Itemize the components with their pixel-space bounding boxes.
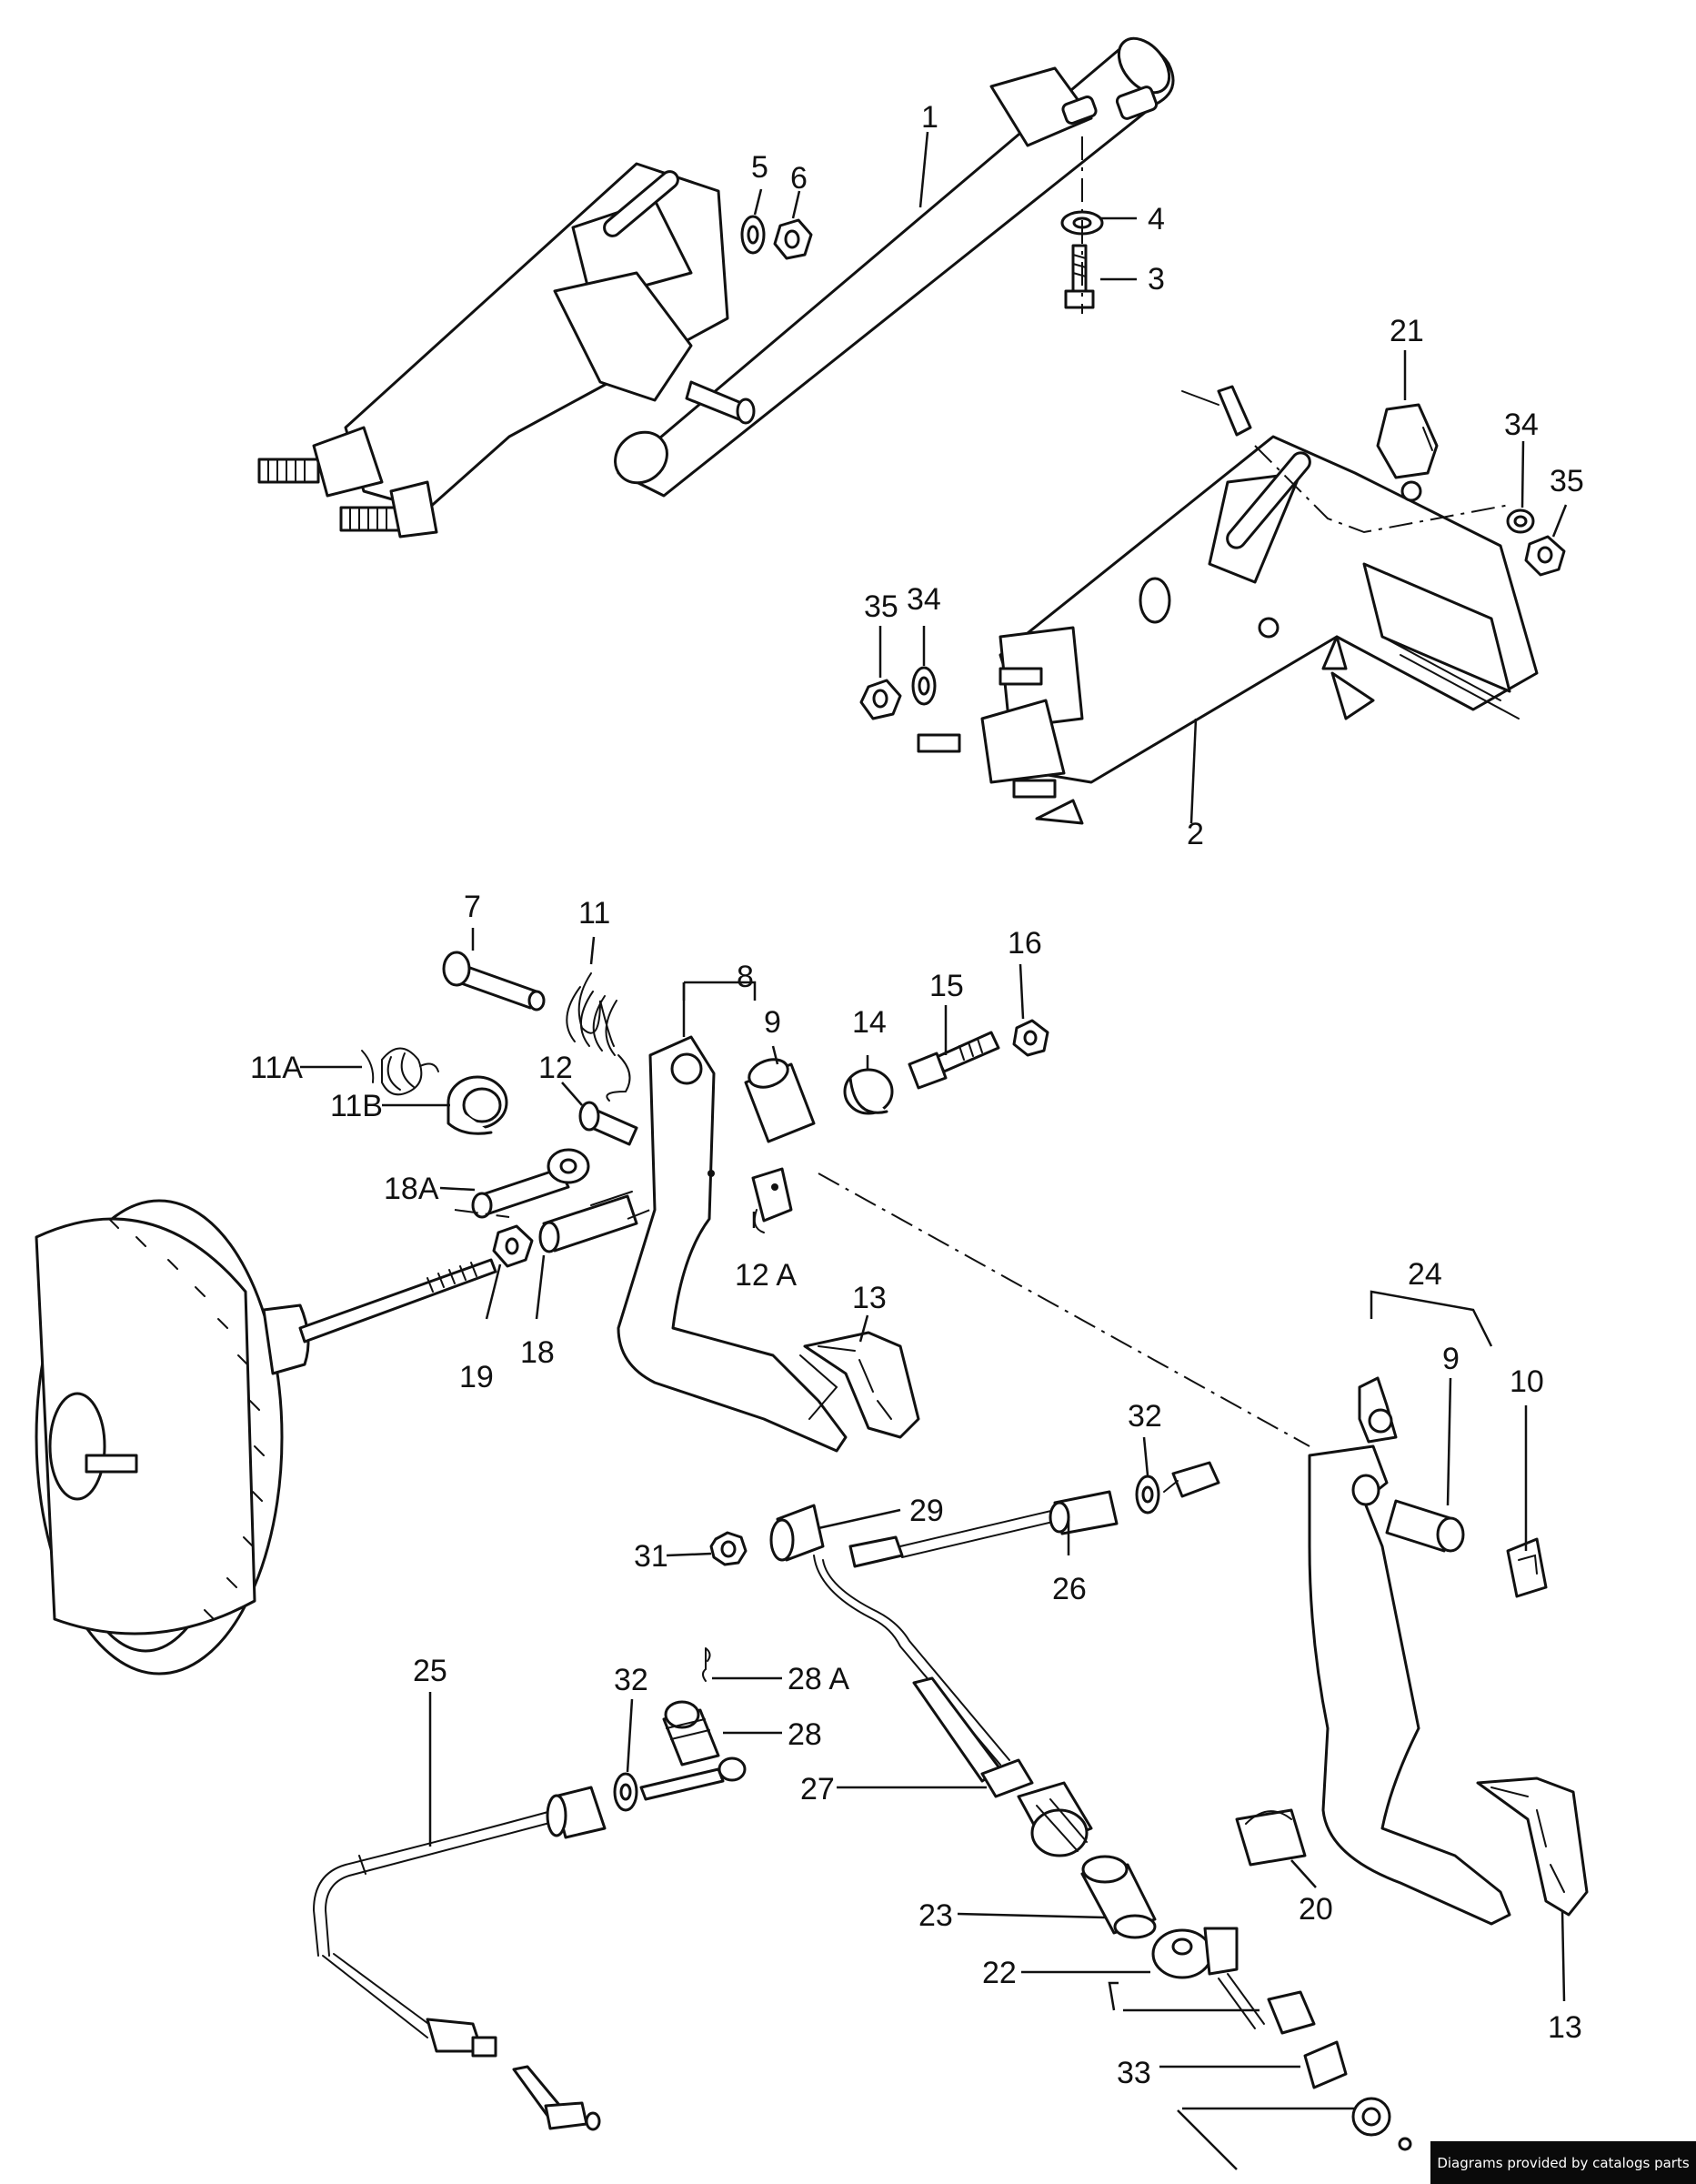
label-32-top: 32 [1128,1399,1162,1434]
label-27: 27 [800,1772,835,1807]
label-35-left: 35 [864,589,898,624]
bush-9-right [1385,1499,1465,1553]
washer-32-top [1135,1474,1160,1515]
bolt-15 [908,1031,1000,1090]
label-11b: 11B [330,1089,383,1123]
label-15: 15 [929,969,964,1003]
nut-16 [1012,1019,1049,1057]
stud-bracket-2-c [1012,779,1057,799]
label-9-right: 9 [1442,1342,1460,1376]
label-18a: 18A [384,1172,439,1206]
nut-6 [773,218,813,260]
retainers-33 [1267,1990,1412,2151]
switch-21 [1376,403,1439,502]
nut-35-right [1524,535,1566,577]
label-10: 10 [1510,1364,1544,1399]
label-34-right: 34 [1504,408,1539,442]
end-piece-26 [1163,1461,1220,1498]
label-2: 2 [1187,817,1204,851]
label-5: 5 [751,150,768,185]
label-32-bottom: 32 [614,1663,648,1697]
end-rod-25 [639,1756,747,1801]
bush-28 [662,1700,720,1766]
clutch-pedal-24 [1308,1376,1511,1926]
cable-25 [312,1786,607,2131]
pedal-bracket-2 [980,385,1539,825]
credit-text: Diagrams provided by catalogs parts [1437,2154,1690,2171]
pad-13-left [803,1331,920,1439]
stud-bracket-2-b [917,733,961,753]
pin-7 [442,951,546,1011]
label-19: 19 [459,1360,494,1394]
clip-10 [1506,1537,1548,1598]
callout-labels: 1 5 6 4 3 21 34 35 35 34 2 7 11 8 16 15 … [250,100,1584,2090]
brake-servo [35,1199,497,1676]
bush-9-left [744,1058,816,1143]
clip-12a [751,1167,793,1233]
label-28: 28 [788,1717,822,1752]
label-31: 31 [634,1539,668,1574]
label-11a: 11A [250,1051,303,1085]
label-34-left: 34 [907,582,941,617]
label-28a: 28 A [788,1662,849,1696]
bush-11b [447,1075,508,1135]
washer-5 [740,215,766,255]
label-12: 12 [538,1051,573,1085]
cable-27 [912,1676,1093,1857]
washer-32-bottom [613,1772,638,1812]
label-35-right: 35 [1550,464,1584,498]
label-21: 21 [1390,314,1424,348]
pin-12 [578,1101,638,1146]
label-1: 1 [921,100,938,135]
label-33: 33 [1117,2056,1151,2090]
cap-14 [843,1068,894,1115]
label-4: 4 [1148,202,1165,237]
bolt-3 [1064,244,1095,309]
label-7: 7 [464,890,481,924]
bracket-22 [1151,1927,1265,2029]
cable-26 [813,1490,1119,1766]
label-29: 29 [909,1494,944,1528]
stud-left-lower [339,506,402,532]
label-24: 24 [1408,1257,1442,1292]
pushrod-18a [471,1148,590,1219]
label-8: 8 [737,960,754,994]
label-14: 14 [852,1005,887,1040]
label-22: 22 [982,1956,1017,1990]
washer-34-left [911,666,937,706]
label-9-left: 9 [764,1005,781,1040]
label-25: 25 [413,1654,447,1688]
washer-34-right [1506,508,1535,534]
pedal-bracket-assembly [257,36,1175,538]
lock-washer-31 [709,1531,748,1566]
grommet-29 [769,1504,825,1562]
brake-pedal-8 [617,1035,848,1453]
label-12a: 12 A [735,1258,797,1293]
stud-left-upper [257,458,320,484]
label-20: 20 [1299,1892,1333,1927]
clip-28a [702,1647,711,1682]
leader-lines [300,131,1568,2170]
label-18: 18 [520,1335,555,1370]
label-23: 23 [918,1898,953,1933]
guide-23 [1080,1855,1157,1939]
label-13-left: 13 [852,1281,887,1315]
label-6: 6 [790,161,808,196]
clevis-18 [538,1191,638,1253]
credit-banner: Diagrams provided by catalogs parts [1430,2141,1696,2184]
stud-bracket-2-a [999,667,1043,686]
spring-11 [566,972,631,1102]
label-11: 11 [578,896,610,931]
label-26: 26 [1052,1572,1087,1606]
nut-35-left [859,679,902,720]
label-13-right: 13 [1548,2010,1582,2045]
label-3: 3 [1148,262,1165,297]
spring-11a [361,1047,439,1096]
cover-20 [1235,1808,1307,1867]
label-16: 16 [1008,926,1042,961]
nut-19 [492,1224,534,1268]
pad-13-right [1476,1776,1589,1917]
